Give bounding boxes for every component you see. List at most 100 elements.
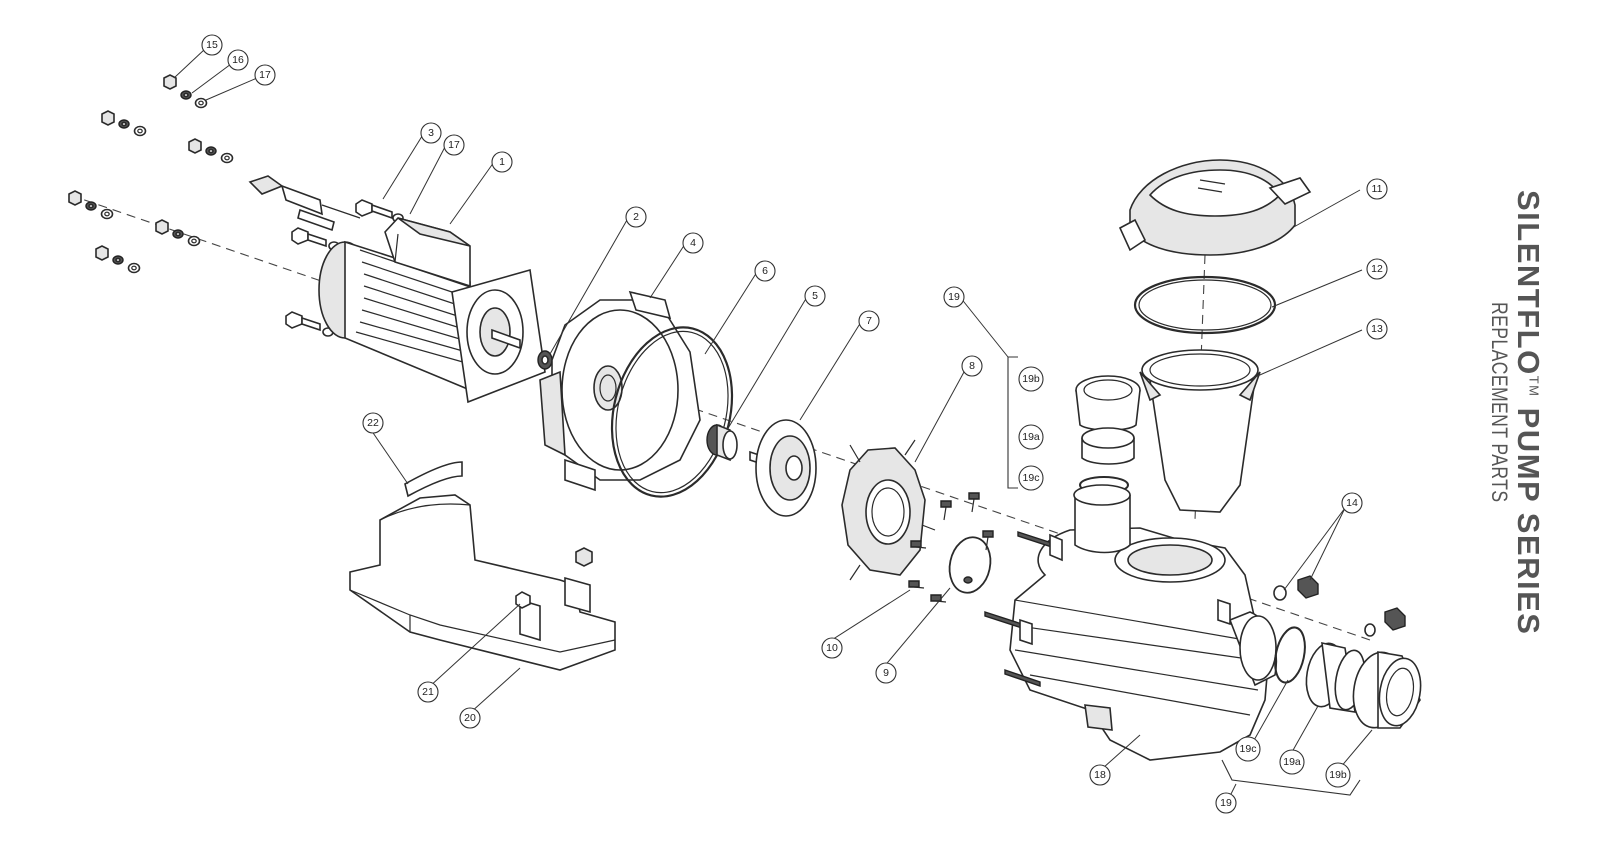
svg-text:19: 19 — [1220, 797, 1232, 809]
callout-19-top: 19 — [943, 286, 965, 308]
svg-text:19c: 19c — [1240, 743, 1257, 755]
callout-21: 21 — [417, 681, 439, 703]
page-subtitle: REPLACEMENT PARTS — [1487, 302, 1512, 503]
svg-text:21: 21 — [422, 686, 434, 698]
svg-text:11: 11 — [1372, 183, 1383, 195]
impeller — [749, 419, 817, 517]
strainer-basket — [1139, 349, 1261, 513]
callout-17: 17 — [254, 64, 276, 86]
diffuser — [841, 439, 936, 581]
callout-15: 15 — [201, 34, 223, 56]
callout-19-bottom: 19 — [1215, 792, 1237, 814]
svg-text:17: 17 — [448, 139, 460, 151]
series-name: PUMP SERIES — [1511, 407, 1546, 636]
svg-text:19b: 19b — [1022, 373, 1040, 385]
union-tail-19a-top — [1081, 427, 1135, 465]
title-block: SILENTFLOTM PUMP SERIES REPLACEMENT PART… — [1487, 190, 1600, 650]
callout-19b-bottom: 19b — [1325, 762, 1351, 788]
callout-2: 2 — [625, 206, 647, 228]
strainer-lid — [1118, 159, 1312, 256]
callout-8: 8 — [961, 355, 983, 377]
callout-16: 16 — [227, 49, 249, 71]
page-title: SILENTFLOTM PUMP SERIES — [1510, 190, 1546, 635]
callout-9: 9 — [875, 662, 897, 684]
svg-text:7: 7 — [866, 315, 872, 327]
svg-text:16: 16 — [232, 54, 244, 66]
svg-text:19a: 19a — [1283, 756, 1301, 768]
svg-text:9: 9 — [883, 667, 889, 679]
seal-plate — [539, 290, 701, 492]
hardware-nut-set-top — [163, 74, 208, 109]
callout-19c-bottom: 19c — [1235, 736, 1261, 762]
svg-text:3: 3 — [428, 127, 434, 139]
svg-text:19c: 19c — [1023, 472, 1040, 484]
callout-18: 18 — [1089, 764, 1111, 786]
hardware-nut-set-1 — [101, 110, 147, 137]
callout-19a-top: 19a — [1018, 424, 1044, 450]
callout-7: 7 — [858, 310, 880, 332]
union-nut-19b-bottom — [1352, 651, 1422, 729]
bolt-motor-2 — [285, 311, 334, 337]
hardware-nut-set-5 — [95, 245, 141, 274]
svg-text:4: 4 — [690, 237, 696, 249]
svg-text:12: 12 — [1371, 263, 1383, 275]
callout-1: 1 — [491, 151, 513, 173]
svg-text:22: 22 — [367, 417, 379, 429]
bolt-3 — [355, 199, 404, 223]
hardware-nut-set-2 — [188, 138, 234, 164]
exploded-parts-diagram: 15 16 17 3 17 1 2 4 6 5 7 19 19b 19a 19c… — [68, 34, 1422, 814]
union-tail-19a-bottom — [1305, 641, 1366, 713]
callout-14: 14 — [1341, 492, 1363, 514]
svg-text:5: 5 — [812, 290, 818, 302]
motor-support-pad — [404, 461, 463, 498]
bracket-19-top — [1007, 356, 1018, 489]
mechanical-seal — [706, 423, 738, 462]
seal-ring-2 — [537, 350, 553, 370]
svg-text:17: 17 — [259, 69, 271, 81]
seal-plate-o-ring — [610, 326, 734, 498]
svg-text:19: 19 — [948, 291, 960, 303]
svg-text:8: 8 — [969, 360, 975, 372]
callout-19b-top: 19b — [1018, 366, 1044, 392]
svg-text:18: 18 — [1094, 769, 1106, 781]
hardware-nut-set-4 — [155, 219, 201, 247]
cord-connector — [248, 175, 361, 232]
svg-text:20: 20 — [464, 712, 476, 724]
svg-text:13: 13 — [1371, 323, 1383, 335]
callout-10: 10 — [821, 637, 843, 659]
brand-name: SILENTFLO — [1511, 190, 1546, 376]
callout-12: 12 — [1366, 258, 1388, 280]
callout-3: 3 — [420, 122, 442, 144]
svg-text:15: 15 — [206, 39, 218, 51]
svg-text:19a: 19a — [1022, 431, 1040, 443]
bracket-19-bottom — [1221, 759, 1361, 796]
callout-19c-top: 19c — [1018, 465, 1044, 491]
callout-4: 4 — [682, 232, 704, 254]
pump-housing — [984, 484, 1277, 761]
leader-lines — [173, 48, 1373, 769]
callout-5: 5 — [804, 285, 826, 307]
union-o-ring-19c-bottom — [1274, 626, 1306, 684]
callout-20: 20 — [459, 707, 481, 729]
trademark-mark: TM — [1526, 375, 1542, 398]
motor — [318, 217, 546, 404]
callout-22: 22 — [362, 412, 384, 434]
callout-13: 13 — [1366, 318, 1388, 340]
lid-o-ring — [1133, 275, 1277, 335]
diffuser-screws — [908, 492, 994, 603]
bolt-motor-1 — [291, 227, 340, 251]
pump-base — [349, 494, 616, 671]
diffuser-o-ring — [948, 536, 992, 594]
svg-text:1: 1 — [499, 156, 505, 168]
callout-6: 6 — [754, 260, 776, 282]
svg-text:10: 10 — [826, 642, 838, 654]
svg-text:14: 14 — [1346, 497, 1358, 509]
callout-11: 11 — [1366, 178, 1388, 200]
callout-19a-bottom: 19a — [1279, 749, 1305, 775]
svg-text:6: 6 — [762, 265, 768, 277]
drain-plugs-14 — [1273, 575, 1406, 637]
hardware-nut-set-3 — [68, 190, 114, 220]
svg-text:2: 2 — [633, 211, 639, 223]
callout-17-b: 17 — [443, 134, 465, 156]
svg-text:19b: 19b — [1329, 769, 1347, 781]
